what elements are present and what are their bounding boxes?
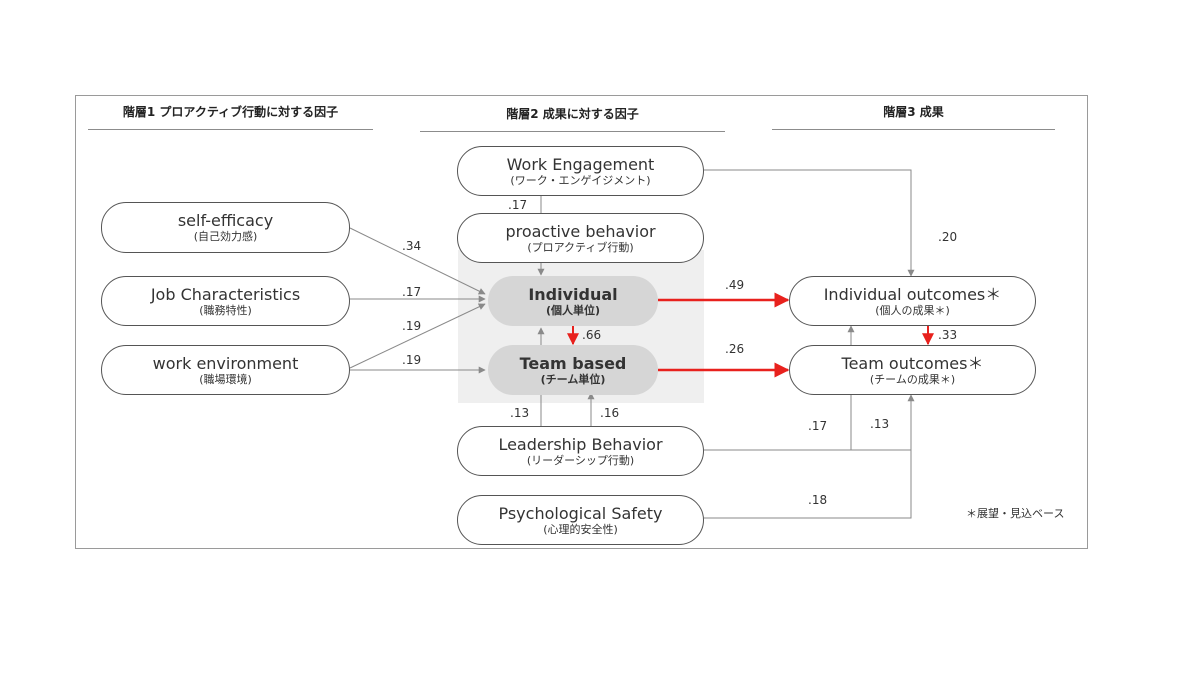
coef-work-engagement-to-individual: .17 [508, 198, 528, 212]
individual-node: Individual (個人単位) [488, 276, 658, 326]
job-characteristics-sub: (職務特性) [199, 303, 252, 317]
team-based-node: Team based (チーム単位) [488, 345, 658, 395]
work-environment-label: work environment [152, 353, 299, 373]
leadership-behavior-node: Leadership Behavior (リーダーシップ行動) [457, 426, 704, 476]
path-work-environment-to-individual [349, 303, 486, 369]
psychological-safety-sub: (心理的安全性) [543, 522, 618, 536]
coef-work-environment-to-team: .19 [402, 353, 422, 367]
individual-outcomes-node: Individual outcomes＊ (個人の成果＊) [789, 276, 1036, 326]
coef-leadership-to-team: .16 [600, 406, 620, 420]
individual-outcomes-label: Individual outcomes＊ [823, 284, 1002, 304]
leadership-behavior-label: Leadership Behavior [498, 434, 663, 454]
coef-individual-to-team: .66 [582, 328, 602, 342]
tier2-header-underline [420, 131, 725, 132]
work-environment-sub: (職場環境) [199, 372, 252, 386]
coef-work-engagement-to-individual-outcomes: .20 [938, 230, 958, 244]
psychological-safety-label: Psychological Safety [498, 503, 663, 523]
team-outcomes-sub: (チームの成果＊) [869, 372, 956, 386]
psychological-safety-node: Psychological Safety (心理的安全性) [457, 495, 704, 545]
tier2-header: 階層2 成果に対する因子 [506, 107, 639, 121]
coef-individual-outcomes-to-team-outcomes: .33 [938, 328, 958, 342]
coef-team-to-team-outcomes: .26 [725, 342, 745, 356]
self-efficacy-label: self-efficacy [177, 211, 274, 230]
coef-work-environment-to-individual: .19 [402, 319, 422, 333]
team-outcomes-label: Team outcomes＊ [841, 353, 984, 373]
team-outcomes-node: Team outcomes＊ (チームの成果＊) [789, 345, 1036, 395]
proactive-behavior-node: proactive behavior (プロアクティブ行動) [457, 213, 704, 263]
proactive-behavior-label: proactive behavior [505, 221, 656, 241]
path-self-efficacy-to-individual [349, 227, 486, 295]
tier3-header: 階層3 成果 [883, 105, 944, 119]
individual-label: Individual [528, 284, 618, 304]
tier3-header-underline [772, 129, 1055, 130]
individual-sub: (個人単位) [545, 303, 601, 317]
work-engagement-node: Work Engagement (ワーク・エンゲイジメント) [457, 146, 704, 196]
diagram-frame [75, 95, 1088, 549]
path-psych-safety-to-team-outcomes [704, 450, 912, 519]
coef-leadership-to-individual: .13 [510, 406, 530, 420]
coef-individual-to-individual-outcomes: .49 [725, 278, 745, 292]
path-work-engagement-to-individual-outcomes [704, 169, 915, 277]
tier1-header: 階層1 プロアクティブ行動に対する因子 [122, 105, 339, 119]
coef-leadership-to-individual-outcomes: .17 [808, 419, 828, 433]
coef-leadership-to-team-outcomes: .13 [870, 417, 890, 431]
self-efficacy-sub: (自己効力感) [193, 230, 258, 243]
team-based-label: Team based [519, 353, 627, 373]
job-characteristics-node: Job Characteristics (職務特性) [101, 276, 350, 326]
work-environment-node: work environment (職場環境) [101, 345, 350, 395]
team-based-sub: (チーム単位) [540, 372, 606, 386]
self-efficacy-node: self-efficacy (自己効力感) [101, 202, 350, 253]
job-characteristics-label: Job Characteristics [150, 284, 301, 304]
work-engagement-sub: (ワーク・エンゲイジメント) [510, 173, 651, 187]
tier1-header-underline [88, 129, 373, 130]
work-engagement-label: Work Engagement [506, 154, 655, 174]
individual-outcomes-sub: (個人の成果＊) [875, 303, 950, 317]
footnote: ＊展望・見込ベース [966, 507, 1065, 520]
coef-self-efficacy-to-individual: .34 [402, 239, 422, 253]
coef-psych-safety-to-team-outcomes: .18 [808, 493, 828, 507]
proactive-behavior-sub: (プロアクティブ行動) [527, 240, 634, 254]
leadership-behavior-sub: (リーダーシップ行動) [526, 453, 635, 467]
coef-job-characteristics-to-individual: .17 [402, 285, 422, 299]
